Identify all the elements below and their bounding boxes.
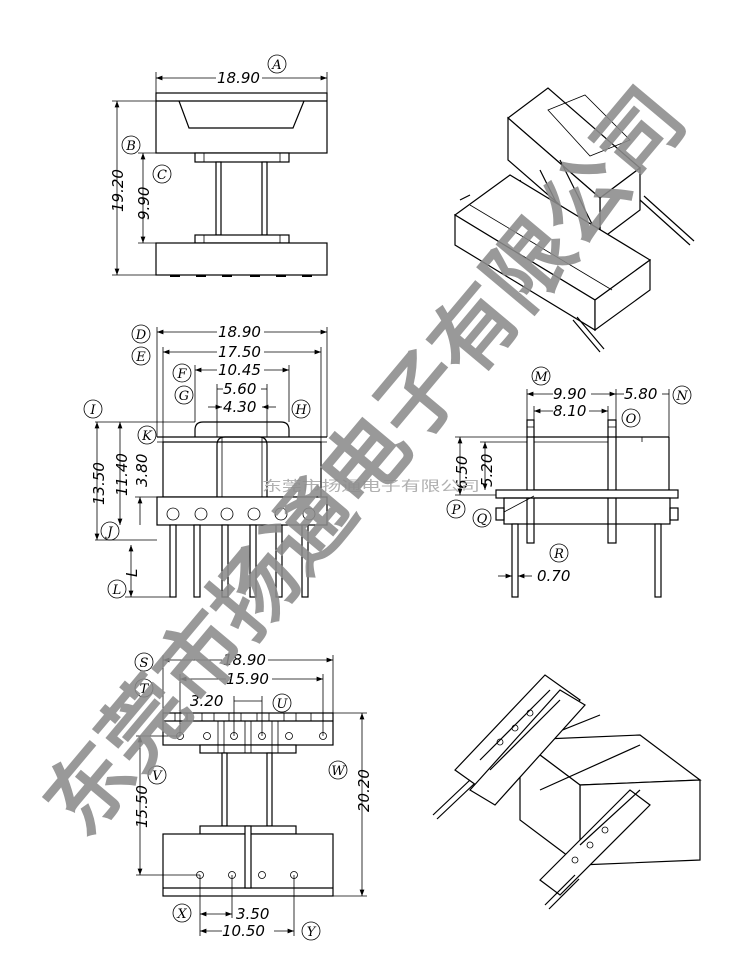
svg-text:C: C <box>157 168 167 183</box>
svg-text:E: E <box>135 350 146 365</box>
svg-text:A: A <box>271 58 281 73</box>
svg-text:D: D <box>135 328 147 343</box>
label-n: N <box>672 385 692 405</box>
label-o: O <box>621 408 641 428</box>
svg-text:B: B <box>125 139 136 154</box>
side-m-dimension: 9.90 <box>553 385 586 403</box>
front-f-dimension: 10.45 <box>218 361 261 379</box>
front-k-dimension: 3.80 <box>133 454 151 487</box>
top-core-dimension: 9.90 <box>135 187 153 220</box>
svg-text:U: U <box>277 697 289 712</box>
svg-text:M: M <box>533 370 548 385</box>
svg-text:R: R <box>553 547 564 562</box>
bottom-u-dimension: 3.20 <box>190 692 223 710</box>
label-r: R <box>549 543 569 563</box>
label-d: D <box>131 324 151 344</box>
svg-text:H: H <box>294 403 307 418</box>
svg-text:S: S <box>140 656 149 671</box>
label-m: M <box>531 366 551 386</box>
front-j-dimension: 11.40 <box>113 453 131 496</box>
watermark-small: 东莞市扬通电子有限公司 <box>262 478 480 495</box>
svg-text:X: X <box>176 907 187 922</box>
front-g-dimension: 5.60 <box>223 380 256 398</box>
svg-text:N: N <box>675 389 688 404</box>
svg-text:I: I <box>89 403 96 418</box>
svg-text:V: V <box>152 769 163 784</box>
svg-text:G: G <box>179 389 189 404</box>
svg-text:J: J <box>104 525 113 540</box>
side-r-dimension: 0.70 <box>537 567 570 585</box>
top-view: 18.90 A 19.20 9.90 B C <box>109 54 328 277</box>
label-e: E <box>131 346 151 366</box>
label-f: F <box>172 363 192 383</box>
front-h-dimension: 4.30 <box>223 398 256 416</box>
label-k: K <box>137 425 157 445</box>
bottom-x-dimension: 3.50 <box>236 905 269 923</box>
svg-text:Q: Q <box>477 512 488 527</box>
svg-text:L: L <box>112 583 122 598</box>
label-w: W <box>328 760 348 780</box>
label-b: B <box>121 135 141 155</box>
label-p: P <box>446 499 466 519</box>
front-view: 18.90 17.50 10.45 5.60 4.30 D E F G H I … <box>83 323 328 599</box>
label-g: G <box>174 385 194 405</box>
label-j: J <box>100 521 120 541</box>
label-y: Y <box>301 921 321 941</box>
top-width-dimension: 18.90 <box>217 69 260 87</box>
label-x: X <box>172 903 192 923</box>
label-h: H <box>291 399 311 419</box>
bottom-y-dimension: 10.50 <box>222 922 265 940</box>
side-o-dimension: 8.10 <box>553 402 586 420</box>
isometric-view-top <box>453 87 695 353</box>
svg-text:F: F <box>176 367 187 382</box>
front-i-dimension: 13.50 <box>90 462 108 505</box>
top-height-dimension: 19.20 <box>109 169 127 212</box>
label-q: Q <box>472 508 492 528</box>
label-v: V <box>147 765 167 785</box>
bottom-s-dimension: 18.90 <box>223 651 266 669</box>
bottom-w-dimension: 20.20 <box>355 769 373 812</box>
front-d-dimension: 18.90 <box>218 323 261 341</box>
svg-text:W: W <box>331 764 346 779</box>
label-l: L <box>107 579 127 599</box>
label-c: C <box>152 164 172 184</box>
label-a: A <box>267 54 287 74</box>
side-q-dimension: 5.20 <box>478 454 496 487</box>
front-e-dimension: 17.50 <box>218 343 261 361</box>
svg-text:O: O <box>626 412 637 427</box>
svg-text:P: P <box>451 503 461 518</box>
isometric-view-bottom <box>432 674 702 910</box>
svg-text:T: T <box>140 682 150 697</box>
side-n-dimension: 5.80 <box>624 385 657 403</box>
bottom-t-dimension: 15.90 <box>226 670 269 688</box>
label-t: T <box>134 678 154 698</box>
svg-text:Y: Y <box>307 925 317 940</box>
label-i: I <box>83 399 103 419</box>
label-s: S <box>134 652 154 672</box>
side-view: 9.90 5.80 8.10 M N O 6.50 5.20 P Q R 0.7… <box>446 366 692 598</box>
side-p-dimension: 6.50 <box>453 456 471 489</box>
bottom-v-dimension: 15.50 <box>133 785 151 828</box>
front-l-dimension: L <box>123 569 141 577</box>
bottom-view: 18.90 15.90 3.20 20.20 15.50 3.50 10.50 … <box>133 651 373 941</box>
label-u: U <box>272 693 292 713</box>
svg-text:K: K <box>141 429 153 444</box>
